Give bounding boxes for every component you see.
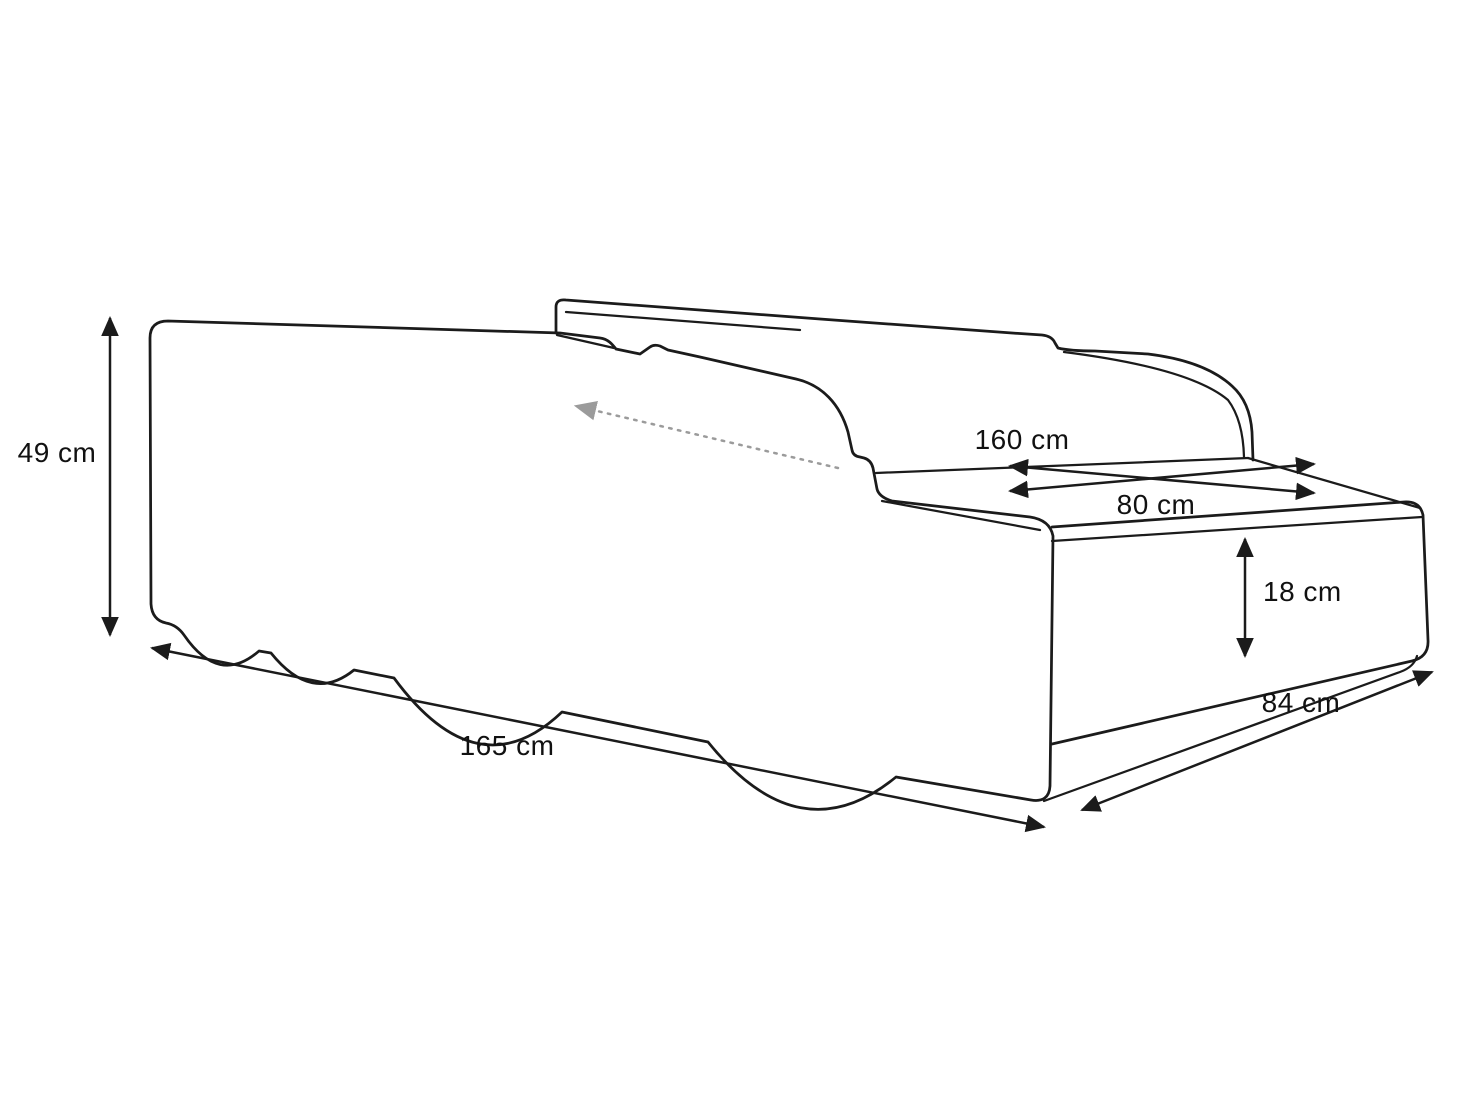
base-bottom-edge: [1042, 654, 1419, 803]
dimension-label-height: 49 cm: [18, 437, 97, 468]
far-rail-inner-curve: [1062, 350, 1246, 459]
platform-edge-inner-line: [1050, 515, 1424, 543]
dimension-arrow-bed-width: [1008, 456, 1316, 499]
dimension-arrow-depth: [1080, 670, 1434, 812]
dimension-label-bed-width: 80 cm: [1117, 489, 1196, 520]
drawer-face-outline: [1050, 500, 1430, 746]
dimension-annotations: 49 cm 165 cm 160 cm 80 cm 18 cm 84 cm: [18, 316, 1434, 833]
near-side-panel-outline: [148, 319, 1055, 811]
bed-drawing: [148, 298, 1430, 811]
dimension-label-bed-length: 160 cm: [975, 424, 1070, 455]
mattress-foot-edge: [1246, 456, 1422, 510]
far-rail-outline: [554, 298, 1255, 462]
dimension-label-length: 165 cm: [460, 730, 555, 761]
near-rail-inner-edge: [880, 499, 1042, 532]
rail-junction-line: [555, 333, 616, 350]
dimension-arrow-length: [150, 642, 1046, 833]
dimension-label-drawer-height: 18 cm: [1263, 576, 1342, 607]
pull-direction-dotted-arrow: [573, 401, 840, 470]
dimension-label-depth: 84 cm: [1262, 687, 1341, 718]
far-rail-inner-top-edge: [564, 310, 802, 332]
